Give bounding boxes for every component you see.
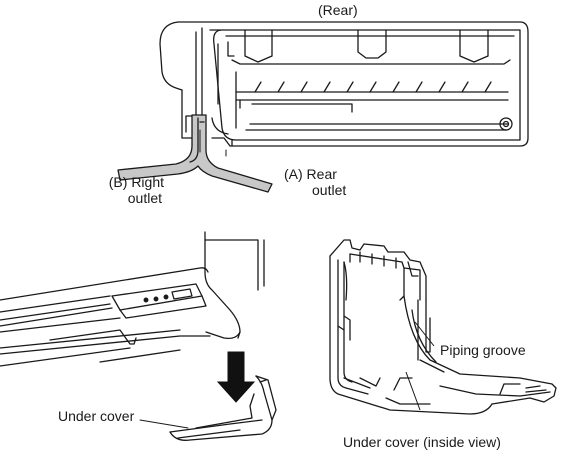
rear-outlet-label-line2: outlet (312, 182, 347, 198)
piping-groove-leader (414, 321, 435, 347)
under-cover-label: Under cover (58, 408, 135, 424)
rear-outlet-label-line1: (A) Rear (284, 166, 337, 182)
right-outlet-label-line2: outlet (127, 190, 162, 206)
piping-groove-label: Piping groove (440, 342, 526, 358)
under-cover-part (169, 375, 277, 441)
right-outlet-label-line1: (B) Right (108, 174, 164, 190)
under-cover-inside-view (329, 239, 557, 415)
down-arrow-icon (216, 351, 256, 403)
under-cover-inside-label: Under cover (inside view) (343, 434, 501, 450)
indoor-unit-rear (159, 21, 529, 147)
under-cover-leader (139, 419, 189, 429)
right-outlet-label: (B) Right outlet (74, 174, 164, 206)
under-cover-inside-leader (405, 371, 421, 411)
pipe-bundle (117, 114, 273, 193)
rear-label: (Rear) (318, 2, 358, 18)
inside-view-leaders (405, 321, 435, 411)
indoor-unit-front (0, 231, 265, 367)
rear-outlet-label: (A) Rear outlet (284, 166, 364, 198)
